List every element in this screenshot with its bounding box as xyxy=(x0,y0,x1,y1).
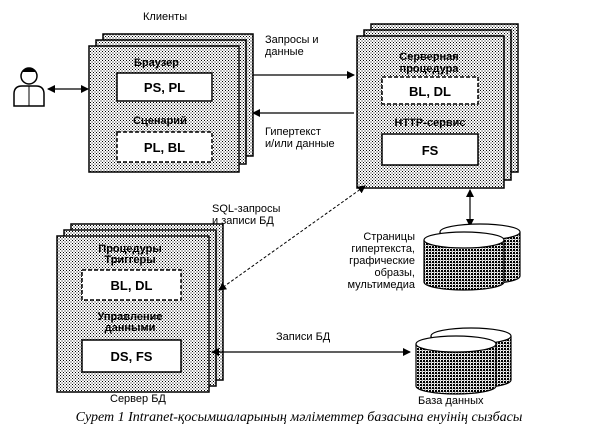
sql-label-text-line: SQL-запросы xyxy=(212,203,281,215)
script-box xyxy=(116,131,213,163)
db-server-title: Сервер БД xyxy=(110,393,166,405)
browser-box xyxy=(116,72,213,102)
clients-title: Клиенты xyxy=(143,11,187,23)
server-procedure-label-line: Серверная xyxy=(399,51,458,63)
requests-data-text-line: Запросы и xyxy=(265,34,319,46)
http-service-box xyxy=(381,133,479,166)
db-procedures-label-line: Триггеры xyxy=(104,254,155,266)
requests-data-text-line: данные xyxy=(265,46,304,58)
pages-store xyxy=(423,223,521,291)
server-procedure-box xyxy=(381,76,479,105)
pages-label-text-line: графические xyxy=(349,255,415,267)
db-management-label-line: Управление xyxy=(97,311,162,323)
pages-label-text-line: Страницы xyxy=(363,231,415,243)
server-procedure-label-line: процедура xyxy=(400,63,460,75)
script-box-text: PL, BL xyxy=(144,140,185,155)
db-management-label-line: данными xyxy=(105,322,156,334)
hypertext-data-text-line: Гипертекст xyxy=(265,126,321,138)
server-procedure-box-text: BL, DL xyxy=(409,84,451,99)
db-management-box-text: DS, FS xyxy=(111,349,153,364)
browser-label: Браузер xyxy=(134,57,179,69)
db-procedures-label-line: Процедуры xyxy=(98,243,161,255)
db-procedures-box xyxy=(81,269,182,301)
http-service-label: HTTP-сервис xyxy=(395,117,466,129)
user-icon xyxy=(13,67,45,107)
figure-caption: Сурет 1 Intranet-қосымшаларының мәліметт… xyxy=(75,410,523,425)
db-procedures-box-text: BL, DL xyxy=(111,278,153,293)
database-store xyxy=(415,327,512,395)
browser-box-text: PS, PL xyxy=(144,80,185,95)
hypertext-data-text-line: и/или данные xyxy=(265,138,335,150)
sql-arrow xyxy=(218,185,366,291)
db-management-box xyxy=(81,339,182,373)
pages-label-text-line: гипертекста, xyxy=(351,243,415,255)
pages-label-text-line: образы, xyxy=(374,267,415,279)
records-label-text: Записи БД xyxy=(276,331,331,343)
script-label: Сценарий xyxy=(133,115,187,127)
http-service-box-text: FS xyxy=(422,143,439,158)
pages-label-text-line: мультимедиа xyxy=(347,279,415,291)
sql-label-text-line: и записи БД xyxy=(212,215,274,227)
database-label-text: База данных xyxy=(418,395,484,407)
